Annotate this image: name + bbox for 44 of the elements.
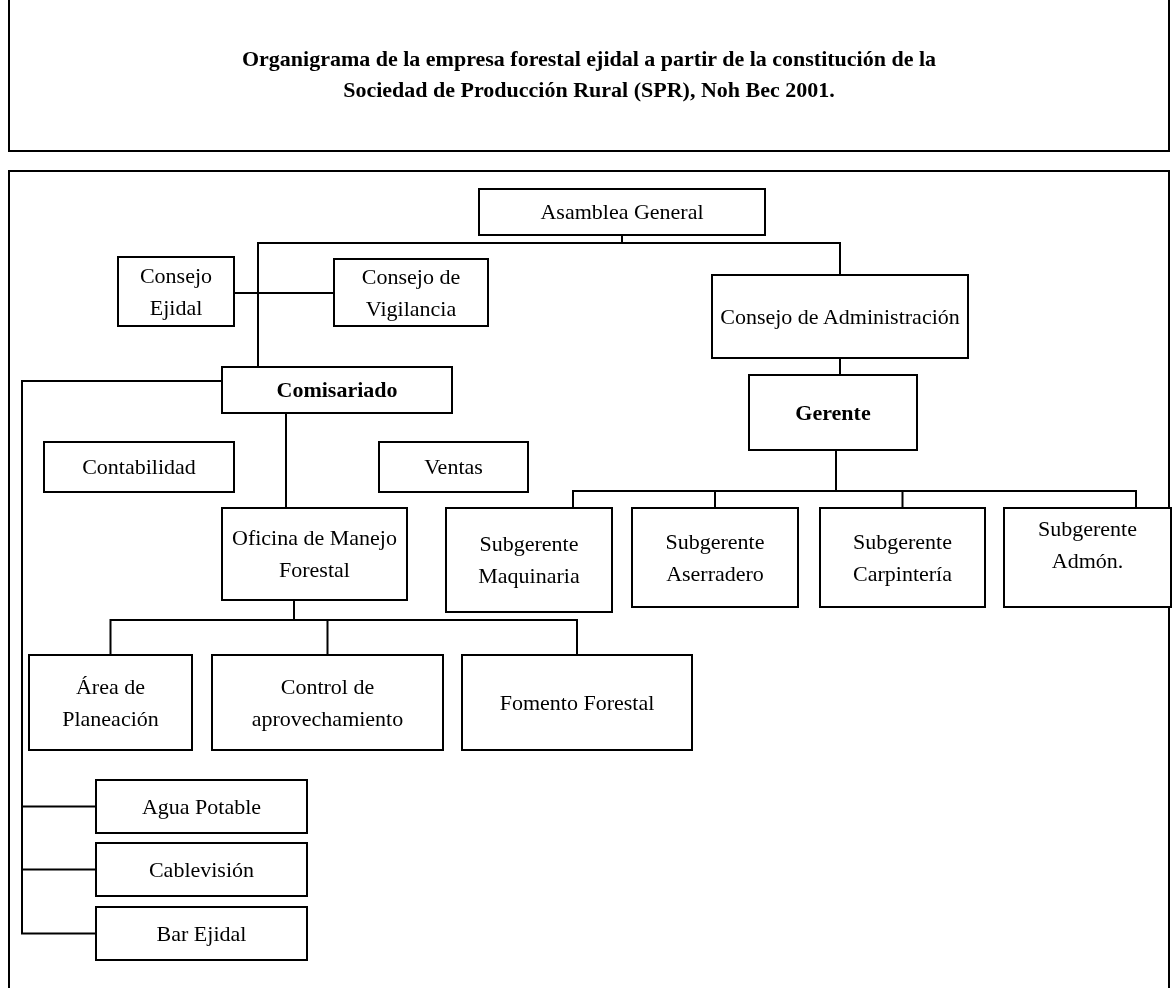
org-unit-box	[478, 188, 766, 236]
unit-name: Gerente	[795, 398, 871, 427]
connector-line	[293, 600, 578, 655]
unit-name: Subgerente Admón.	[1037, 515, 1138, 575]
org-unit-box	[1003, 507, 1172, 608]
unit-name: Subgerente Aserradero	[664, 527, 766, 588]
org-unit-box	[819, 507, 986, 608]
unit-name: Subgerente Maquinaria	[477, 530, 581, 590]
org-unit-box	[461, 654, 693, 751]
connector-line	[621, 235, 841, 275]
org-unit-box	[445, 507, 613, 613]
org-unit-box	[95, 906, 308, 961]
title: Organigrama de la empresa forestal ejidal a partir de la constitución de la Sociedad de Producción Rural (SPR), Noh Bec 2001.	[240, 45, 938, 104]
unit-name: Asamblea General	[540, 198, 704, 227]
unit-name: Subgerente Carpintería	[852, 527, 953, 588]
connector-line	[285, 413, 287, 508]
org-unit-box	[221, 366, 453, 414]
org-unit-box	[28, 654, 193, 751]
unit-name: Área de Planeación	[61, 672, 160, 733]
org-unit-box	[748, 374, 918, 451]
unit-name: Agua Potable	[141, 792, 262, 821]
org-unit-box	[95, 842, 308, 897]
org-unit-box	[43, 441, 235, 493]
unit-name: Bar Ejidal	[156, 919, 247, 948]
org-unit-box	[631, 507, 799, 608]
unit-name: Comisariado	[276, 376, 398, 405]
org-unit-box	[221, 507, 408, 601]
unit-name: Control de aprovechamiento	[250, 672, 405, 733]
unit-name: Consejo de Vigilancia	[360, 262, 462, 323]
org-unit-box	[211, 654, 444, 751]
connector-line	[835, 450, 1137, 508]
unit-name: Consejo de Administración	[720, 302, 960, 331]
org-unit-box	[711, 274, 969, 359]
unit-name: Fomento Forestal	[499, 688, 655, 717]
org-unit-box	[117, 256, 235, 327]
unit-name: Oficina de Manejo Forestal	[231, 524, 398, 584]
connector-line	[839, 358, 841, 375]
org-unit-box	[333, 258, 489, 327]
org-unit-box	[95, 779, 308, 834]
unit-name: Cablevisión	[148, 855, 255, 884]
org-unit-box	[378, 441, 529, 493]
unit-name: Ventas	[424, 453, 483, 482]
unit-name: Consejo Ejidal	[138, 261, 214, 322]
unit-name: Contabilidad	[82, 453, 196, 482]
